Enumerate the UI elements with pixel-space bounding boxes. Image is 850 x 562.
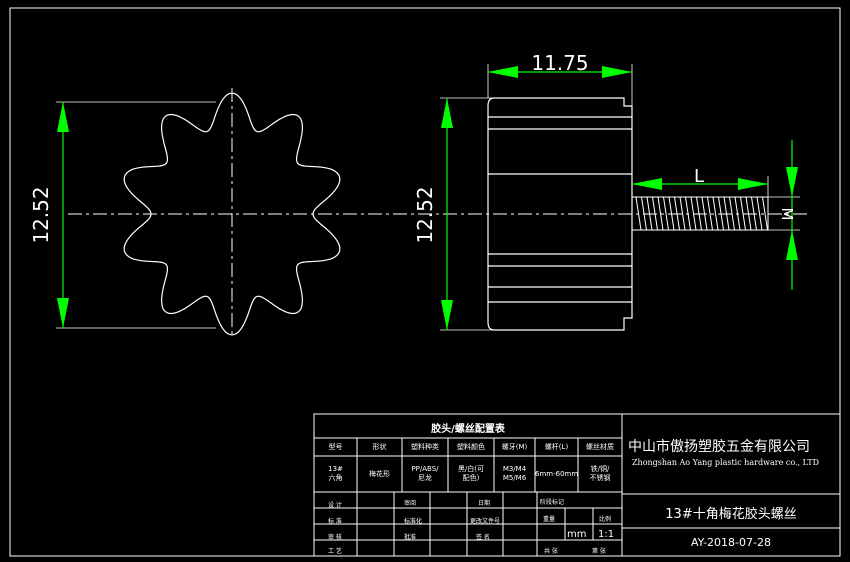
config-row-cell: 黑/白(可 配色) <box>457 465 485 482</box>
scale-value: 1:1 <box>598 529 615 540</box>
front-height-dimension <box>56 101 216 329</box>
config-row-cell: PP/ABS/ 尼龙 <box>411 465 439 482</box>
label-review: 审 核 <box>328 534 342 541</box>
label-change-doc: 更改文件号 <box>470 518 501 525</box>
side-height-dimension <box>440 97 494 331</box>
label-approve: 批准 <box>404 534 417 541</box>
config-row-cell: 13# 六角 <box>328 465 343 482</box>
side-height-value: 12.52 <box>413 186 437 243</box>
label-audit: 审阅 <box>404 500 417 507</box>
config-header-cell: 型号 <box>328 443 343 451</box>
config-row-cell: 梅花形 <box>369 469 390 478</box>
label-sign: 签 名 <box>476 534 490 541</box>
label-sheet-no: 第 张 <box>592 548 606 555</box>
company-name-cn: 中山市傲扬塑胶五金有限公司 <box>628 439 810 455</box>
label-date: 日期 <box>478 500 491 507</box>
config-row-cell: 6mm-60mm <box>535 469 579 478</box>
label-process: 工 艺 <box>328 548 342 555</box>
config-table-title: 胶头/螺丝配置表 <box>431 424 505 435</box>
config-header-cell: 塑料种类 <box>411 443 439 451</box>
label-standard: 标 准 <box>328 518 342 525</box>
thread-length-dimension <box>632 176 769 197</box>
config-header-cell: 螺杆(L) <box>544 443 569 451</box>
label-stage-mark: 阶段标记 <box>540 499 565 506</box>
screw-thread <box>631 196 769 231</box>
knob-side-body <box>487 97 633 331</box>
front-height-value: 12.52 <box>29 186 53 243</box>
thread-diameter-dimension <box>768 140 800 290</box>
thread-length-label: L <box>694 166 704 187</box>
thread-diameter-label: M <box>778 208 796 221</box>
label-design: 设 计 <box>328 502 342 509</box>
config-header-cell: 形状 <box>372 443 387 451</box>
label-ratio: 比例 <box>599 516 612 523</box>
drawing-number: AY-2018-07-28 <box>691 536 771 549</box>
config-header-cell: 螺丝材质 <box>586 443 614 451</box>
part-name: 13#十角梅花胶头螺丝 <box>665 507 797 522</box>
label-weight: 重量 <box>543 516 556 523</box>
company-name-en: Zhongshan Ao Yang plastic hardware co., … <box>632 458 820 467</box>
side-width-dimension <box>487 64 633 106</box>
config-row-cell: M3/M4 M5/M6 <box>502 465 527 482</box>
knob-front-outline <box>123 92 341 336</box>
label-total-sheets: 共 张 <box>544 548 558 555</box>
unit-label: mm <box>567 529 587 540</box>
side-width-value: 11.75 <box>531 51 588 75</box>
config-header-cell: 塑料颜色 <box>457 443 485 451</box>
config-row-cell: 铁/铜/ 不锈钢 <box>589 465 611 482</box>
title-block-grid <box>313 413 841 557</box>
config-header-cell: 螺牙(M) <box>501 443 528 451</box>
label-standardization: 标准化 <box>404 518 423 525</box>
